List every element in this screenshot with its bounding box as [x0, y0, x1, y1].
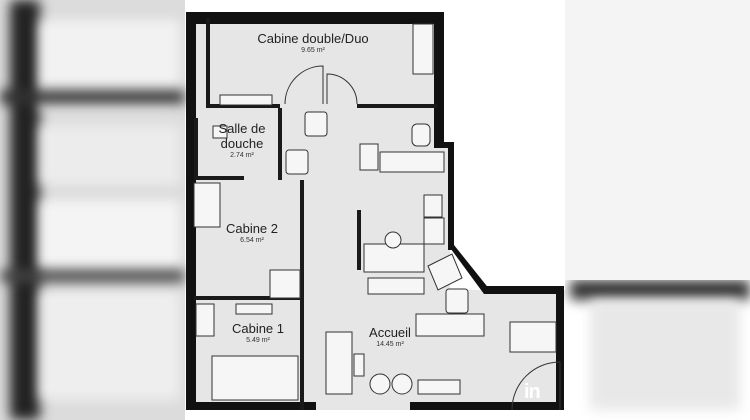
- outside-area: [565, 0, 750, 280]
- cabinet: [423, 217, 445, 245]
- chair: [427, 253, 463, 291]
- cabinet: [193, 182, 221, 228]
- blurred-room: [590, 300, 740, 410]
- room-cabine-double: Cabine double/Duo 9.65 m²: [238, 31, 388, 55]
- room-area: 2.74 m²: [230, 151, 254, 159]
- shelf: [219, 94, 273, 106]
- chair: [391, 373, 413, 395]
- bed: [211, 355, 299, 401]
- bench: [367, 277, 425, 295]
- blurred-room: [40, 290, 180, 400]
- exterior-walls: [186, 12, 564, 410]
- chair: [369, 373, 391, 395]
- chair: [445, 288, 469, 314]
- counter: [379, 151, 445, 173]
- room-area: 9.65 m²: [301, 46, 325, 54]
- chair: [304, 111, 328, 137]
- doors: [284, 65, 561, 411]
- table: [325, 331, 353, 395]
- room-area: 14.45 m²: [376, 340, 404, 348]
- watermark-logo: in: [524, 381, 541, 403]
- blurred-wall: [570, 280, 750, 300]
- cabinet: [509, 321, 557, 353]
- stool: [353, 353, 365, 377]
- chair: [285, 149, 309, 175]
- room-name: Salle de: [218, 121, 266, 136]
- bench: [417, 379, 461, 395]
- room-name: Cabine 1: [231, 321, 285, 336]
- reception-desk: [415, 313, 485, 337]
- blurred-wall: [0, 90, 185, 104]
- room-cabine-2: Cabine 2 6.54 m²: [212, 221, 292, 245]
- furniture: [193, 23, 557, 401]
- desk: [363, 243, 425, 273]
- room-name: Cabine 2: [225, 221, 279, 236]
- sink: [195, 303, 215, 337]
- room-salle-de-douche: Salle de douche 2.74 m²: [206, 121, 278, 160]
- blurred-room: [40, 125, 180, 185]
- stool: [384, 231, 402, 249]
- floor: [194, 18, 560, 410]
- sink: [212, 125, 228, 139]
- toilet: [411, 123, 431, 147]
- sink-counter: [423, 194, 443, 218]
- blurred-background-left: [0, 0, 185, 420]
- wardrobe: [412, 23, 434, 75]
- room-name: douche: [220, 135, 264, 151]
- cabinet: [359, 143, 379, 171]
- room-name: Cabine double/Duo: [257, 31, 369, 46]
- room-cabine-1: Cabine 1 5.49 m²: [218, 321, 298, 345]
- interior-walls: [194, 18, 437, 410]
- cabinet: [269, 269, 301, 299]
- blurred-wall: [10, 0, 40, 420]
- shelf: [235, 303, 273, 315]
- outside-area: [450, 0, 565, 290]
- room-accueil: Accueil 14.45 m²: [350, 325, 430, 349]
- blurred-wall: [0, 270, 185, 282]
- blurred-room: [40, 200, 180, 270]
- room-area: 5.49 m²: [246, 336, 270, 344]
- room-area: 6.54 m²: [240, 236, 264, 244]
- room-name: Accueil: [369, 325, 411, 340]
